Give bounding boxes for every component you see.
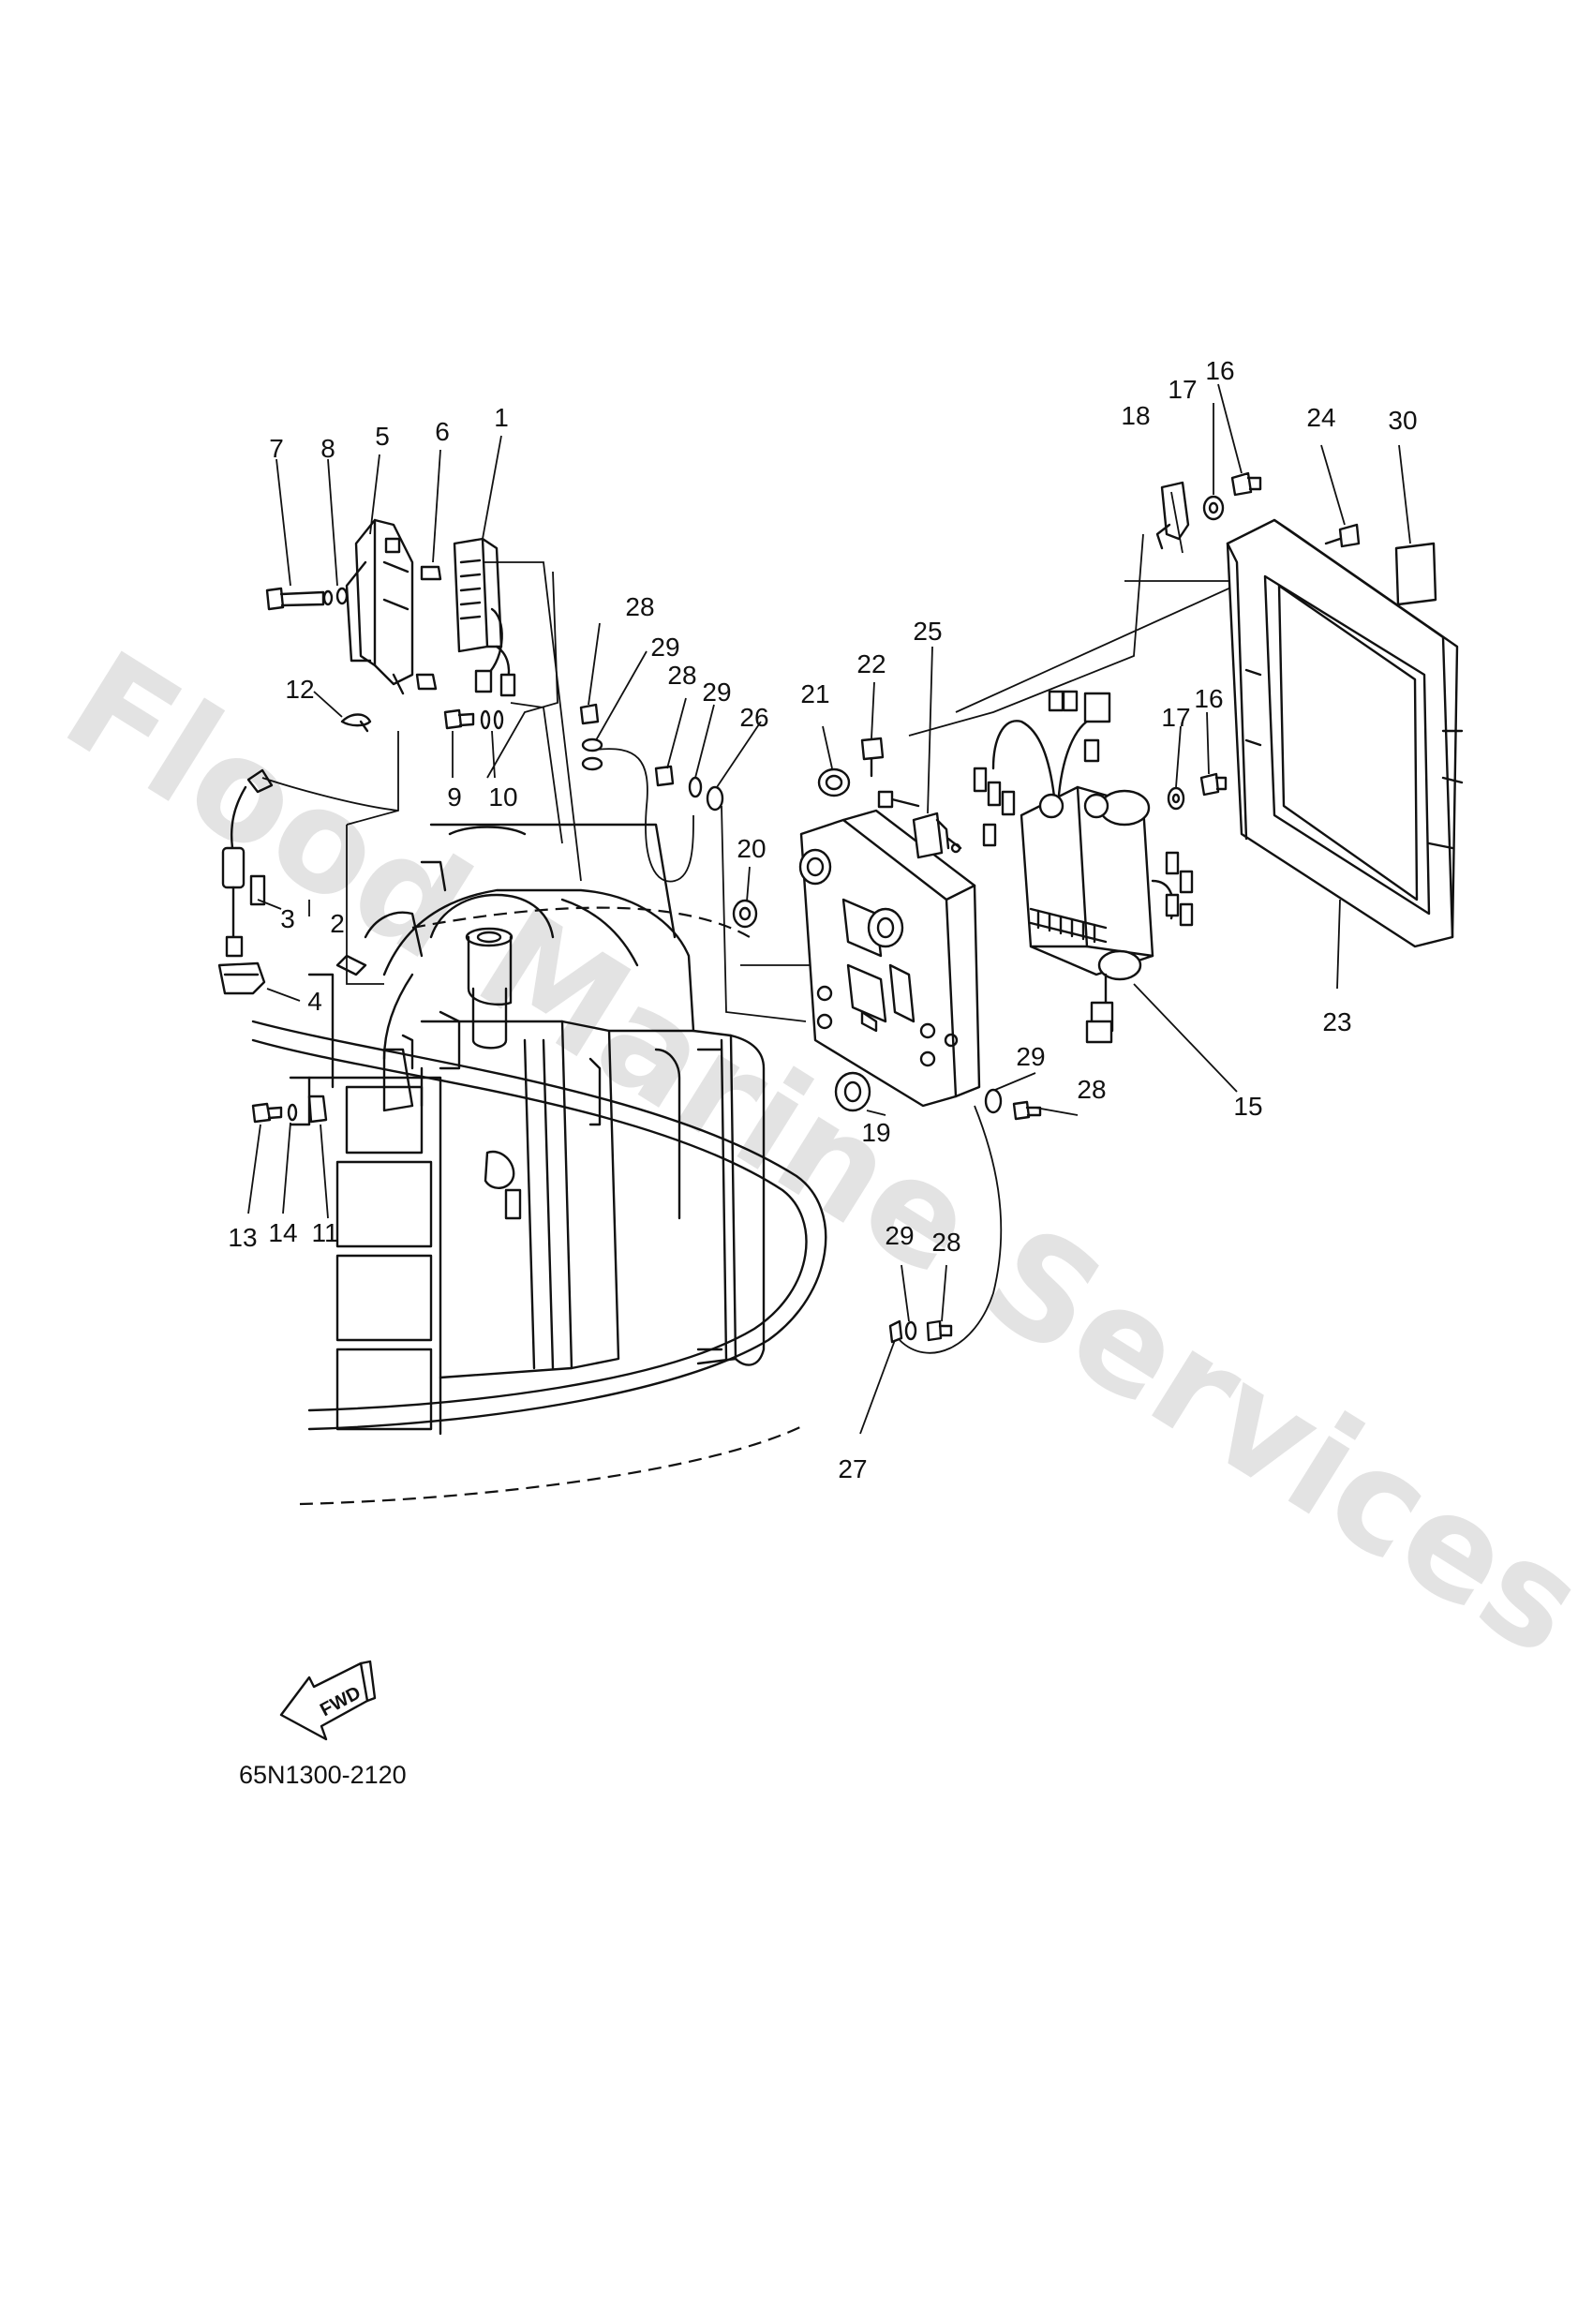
callout-12: 12 (285, 675, 314, 704)
callouts: 1 2 3 4 5 6 7 8 9 10 11 12 13 14 15 16 1… (228, 356, 1417, 1483)
callout-5: 5 (375, 422, 390, 451)
grommet-20 (732, 899, 758, 929)
washer-17 (1167, 495, 1225, 811)
callout-28c: 28 (1077, 1075, 1106, 1104)
callout-29b: 29 (702, 678, 731, 707)
callout-1: 1 (494, 403, 509, 432)
part-25-switch (877, 790, 962, 859)
callout-17b: 17 (1161, 703, 1190, 732)
bolt-24 (1324, 523, 1361, 548)
callout-8: 8 (320, 434, 335, 463)
callout-6: 6 (435, 417, 450, 446)
bolt-16 (1199, 471, 1262, 797)
diagram-part-number: 65N1300-2120 (239, 1761, 407, 1789)
callout-24: 24 (1306, 403, 1335, 432)
callout-16b: 16 (1194, 684, 1223, 713)
callout-29c: 29 (1016, 1042, 1045, 1071)
part-2-3-4-sensor (217, 768, 274, 995)
part-19-mounting-plate (798, 809, 981, 1112)
callout-23: 23 (1322, 1007, 1351, 1036)
callout-28b: 28 (667, 661, 696, 690)
callout-11: 11 (311, 1218, 338, 1247)
callout-30: 30 (1388, 406, 1417, 435)
callout-29d: 29 (885, 1221, 914, 1250)
callout-25: 25 (913, 617, 942, 646)
callout-18: 18 (1121, 401, 1150, 430)
callout-21: 21 (800, 679, 829, 708)
engine-block-outline (251, 823, 827, 1506)
callout-10: 10 (488, 782, 517, 812)
callout-15: 15 (1233, 1092, 1262, 1121)
callout-2: 2 (330, 909, 345, 938)
bracket-hardware (265, 565, 504, 733)
callout-4: 4 (307, 987, 322, 1016)
callout-9: 9 (447, 782, 462, 812)
part-23-cover (1226, 518, 1464, 948)
bolt-22 (860, 737, 885, 778)
callout-28a: 28 (625, 592, 654, 621)
part-1-unit (453, 537, 516, 697)
callout-16a: 16 (1205, 356, 1234, 385)
callout-19: 19 (861, 1118, 890, 1147)
callout-28d: 28 (931, 1228, 960, 1257)
bracket-18 (1155, 481, 1190, 550)
callout-13: 13 (228, 1223, 257, 1252)
callout-3: 3 (280, 904, 295, 933)
part-15-ecu (973, 690, 1194, 1044)
fasteners-28-29 (579, 703, 1042, 1344)
callout-14: 14 (268, 1218, 297, 1247)
callout-17a: 17 (1168, 375, 1197, 404)
bolts-13-14-11 (251, 1095, 328, 1124)
callout-29a: 29 (650, 633, 679, 662)
callout-22: 22 (856, 649, 886, 678)
part-5-bracket (345, 518, 414, 695)
callout-7: 7 (269, 434, 284, 463)
fwd-direction-arrow: FWD (279, 1660, 377, 1741)
callout-26: 26 (739, 703, 768, 732)
callout-27: 27 (838, 1454, 867, 1483)
callout-20: 20 (737, 834, 766, 863)
wire-routing (261, 533, 1331, 1354)
part-30-label (1394, 542, 1437, 606)
grommet-21 (817, 767, 851, 797)
leader-lines (247, 383, 1411, 1435)
